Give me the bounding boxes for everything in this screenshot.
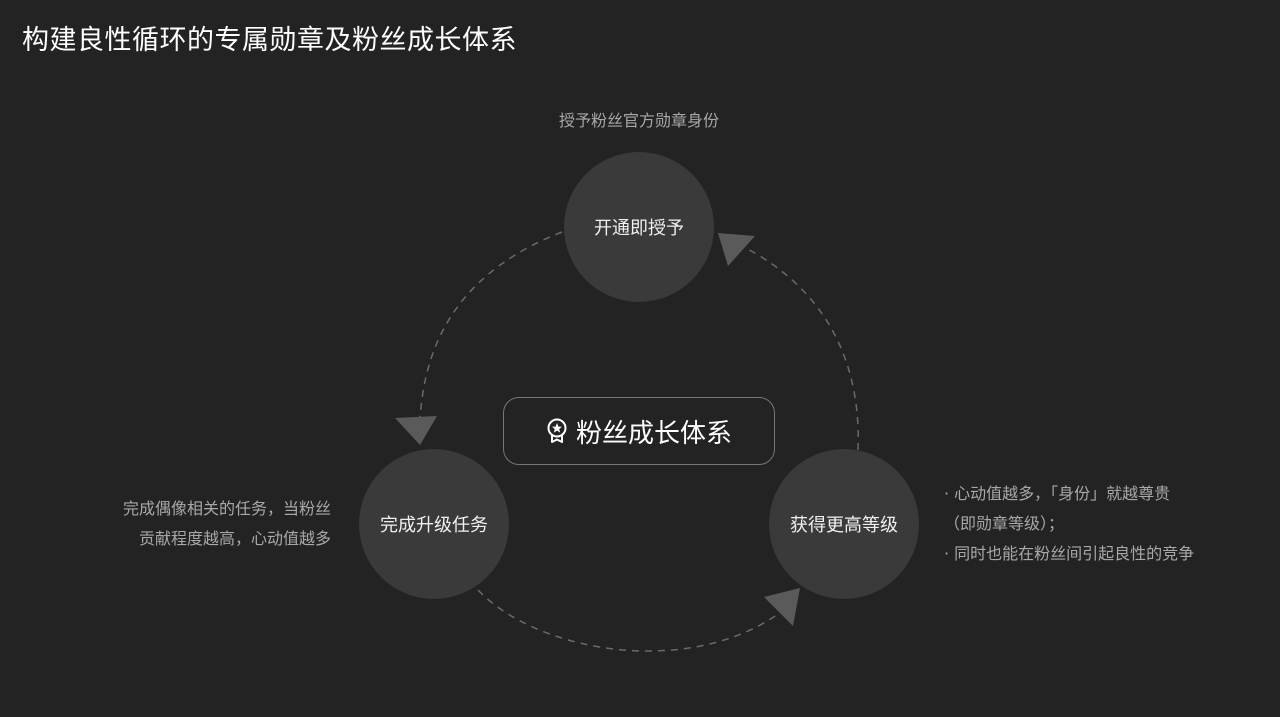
page-title: 构建良性循环的专属勋章及粉丝成长体系: [22, 25, 517, 56]
node-higher-level-label: 获得更高等级: [790, 515, 898, 536]
node-higher-level: 获得更高等级: [769, 449, 919, 599]
node-upgrade-task-label: 完成升级任务: [380, 515, 488, 536]
caption-left: 完成偶像相关的任务，当粉丝 贡献程度越高，心动值越多: [60, 494, 331, 554]
caption-right-line-2: （即勋章等级）；: [944, 514, 1065, 533]
caption-top: 授予粉丝官方勋章身份: [558, 111, 719, 130]
center-label-box: 粉丝成长体系: [503, 397, 775, 465]
link-right-to-top: [721, 236, 859, 451]
link-top-to-left: [419, 231, 563, 421]
caption-left-line-2: 贡献程度越高，心动值越多: [138, 529, 331, 548]
arrow-right-to-top: [718, 233, 755, 266]
arrow-top-to-left: [395, 416, 437, 445]
arrow-left-to-right: [764, 588, 800, 626]
node-upgrade-task: 完成升级任务: [359, 449, 509, 599]
caption-left-line-1: 完成偶像相关的任务，当粉丝: [122, 499, 331, 518]
caption-right: · 心动值越多，「身份」就越尊贵 （即勋章等级）； · 同时也能在粉丝间引起良性…: [944, 479, 1244, 569]
caption-right-line-1: · 心动值越多，「身份」就越尊贵: [944, 484, 1171, 503]
center-label: 粉丝成长体系: [575, 418, 732, 449]
caption-right-line-3: · 同时也能在粉丝间引起良性的竞争: [944, 544, 1195, 563]
node-open-grant-label: 开通即授予: [594, 218, 684, 239]
link-left-to-right: [477, 589, 791, 652]
node-open-grant: 开通即授予: [564, 152, 714, 302]
medal-icon: [546, 418, 568, 444]
